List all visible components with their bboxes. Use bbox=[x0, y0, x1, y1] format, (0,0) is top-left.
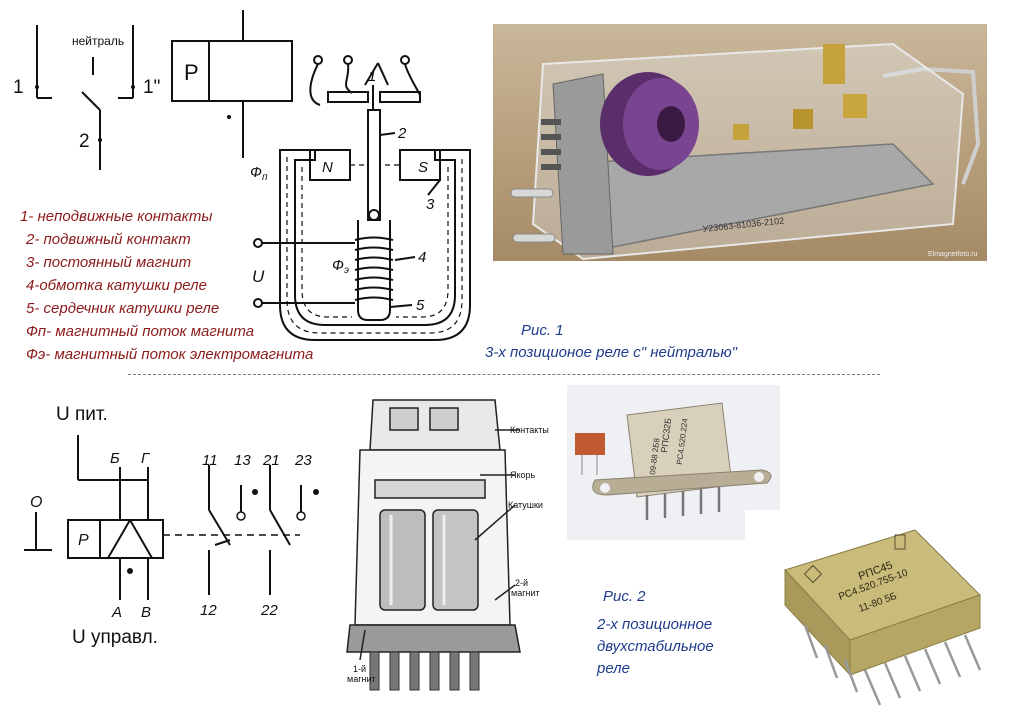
contact-11: 11 bbox=[202, 452, 218, 469]
exploded-relay-view: Контакты Якорь Катушки 2-й магнит 1-й ма… bbox=[346, 399, 549, 691]
label-O: О bbox=[30, 494, 42, 511]
label-1pp: 1" bbox=[143, 77, 160, 98]
label-relay-P: P bbox=[184, 60, 199, 85]
relay-cross-section-drawing: 1 2 3 4 5 Фп Фэ N S U bbox=[250, 55, 471, 341]
rps32-marking-1: РПС32Б bbox=[659, 417, 673, 453]
u-pit-label: U пит. bbox=[56, 404, 108, 425]
legend-item: 4-обмотка катушки реле bbox=[26, 277, 207, 294]
callout-2: 2 bbox=[397, 125, 407, 142]
contact-13: 13 bbox=[234, 452, 251, 469]
rps45-illustration: РПС45 РС4.520.755-10 11-80 5Б bbox=[784, 529, 982, 706]
rps32-illustration: РПС32Б РС4.520.224 09-88 2Б8 bbox=[575, 402, 772, 520]
legend-item: 3- постоянный магнит bbox=[26, 254, 192, 271]
section-divider bbox=[128, 374, 880, 375]
label-neutral: нейтраль bbox=[72, 34, 124, 48]
label-magnet2-line1: 2-й bbox=[515, 578, 528, 588]
label-magnet1-line2: магнит bbox=[347, 674, 376, 684]
label-B: Б bbox=[110, 450, 120, 467]
photo1-watermark: Elmagnetfoto.ru bbox=[928, 251, 978, 258]
fig1-caption: Рис. 1 3-х позиционое реле с" нейтралью" bbox=[485, 320, 785, 364]
fig1-title: Рис. 1 bbox=[521, 322, 564, 339]
label-1: 1 bbox=[13, 77, 24, 98]
legend-item: 5- сердечник катушки реле bbox=[26, 300, 220, 317]
phi-e-label: Фэ bbox=[332, 257, 349, 276]
label-A: А bbox=[111, 604, 122, 621]
label-contacts: Контакты bbox=[510, 425, 549, 435]
label-G: Г bbox=[141, 450, 151, 467]
label-armature: Якорь bbox=[510, 470, 536, 480]
callout-3: 3 bbox=[426, 196, 435, 213]
relay-photo-illustration: У23063-81036-2102 Elmagnetfoto.ru bbox=[510, 42, 981, 261]
magnet-N-label: N bbox=[322, 159, 333, 176]
fig2-caption: Рис. 2 2-х позиционное двухстабильное ре… bbox=[597, 586, 757, 680]
phi-p-label: Фп bbox=[250, 164, 268, 183]
contact-22: 22 bbox=[260, 602, 278, 619]
magnet-S-label: S bbox=[418, 159, 428, 176]
relay-photo-3-position: У23063-81036-2102 Elmagnetfoto.ru bbox=[493, 24, 987, 261]
fig1-subtitle: 3-х позиционое реле с" нейтралью" bbox=[485, 344, 737, 361]
legend-item: 2- подвижный контакт bbox=[26, 231, 191, 248]
contact-23: 23 bbox=[294, 452, 312, 469]
u-upravl-label: U управл. bbox=[72, 627, 158, 648]
fig2-title: Рис. 2 bbox=[603, 588, 646, 605]
relay-photo-rps32: РПС32Б РС4.520.224 09-88 2Б8 bbox=[567, 385, 780, 540]
callout-5: 5 bbox=[416, 297, 425, 314]
fig2-line3: реле bbox=[597, 660, 630, 677]
top-contact-schematic: 1 1" 2 нейтраль P bbox=[13, 10, 293, 170]
legend-item: 1- неподвижные контакты bbox=[20, 208, 213, 225]
label-relay-P: Р bbox=[78, 532, 89, 549]
contact-21: 21 bbox=[262, 452, 280, 469]
legend-item: Фп- магнитный поток магнита bbox=[26, 323, 255, 340]
label-coils: Катушки bbox=[508, 500, 543, 510]
relay-legend: 1- неподвижные контакты 2- подвижный кон… bbox=[20, 205, 360, 366]
legend-item: Фэ- магнитный поток электромагнита bbox=[26, 346, 314, 363]
fig2-line1: 2-х позиционное bbox=[597, 616, 713, 633]
relay-photo-rps45: РПС45 РС4.520.755-10 11-80 5Б bbox=[745, 510, 1007, 715]
label-magnet1-line1: 1-й bbox=[353, 664, 366, 674]
callout-4: 4 bbox=[418, 249, 426, 266]
label-2: 2 bbox=[79, 131, 90, 152]
bistable-relay-schematic: U пит. U управл. Б Г А В О Р 11 13 21 23… bbox=[24, 404, 319, 648]
contact-12: 12 bbox=[200, 602, 217, 619]
voltage-U-label: U bbox=[252, 267, 265, 286]
label-magnet2-line2: магнит bbox=[511, 588, 540, 598]
label-V: В bbox=[141, 604, 151, 621]
callout-1: 1 bbox=[368, 68, 376, 85]
fig2-line2: двухстабильное bbox=[597, 638, 714, 655]
